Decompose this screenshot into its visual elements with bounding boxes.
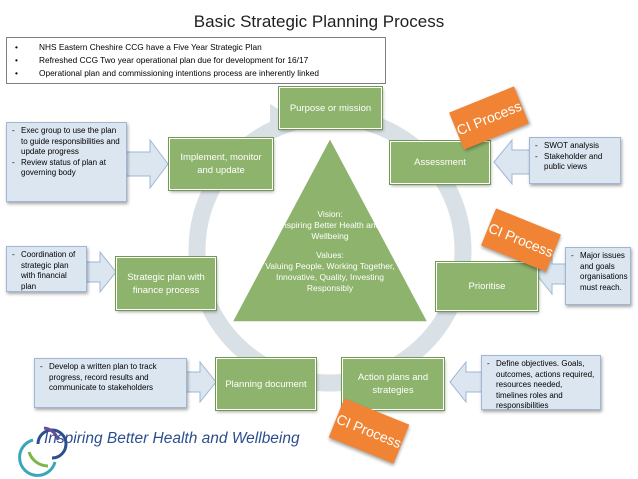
step-planning-document: Planning document <box>216 358 316 410</box>
vision-heading: Vision: <box>317 209 343 219</box>
step-strategic-plan: Strategic plan with finance process <box>116 257 216 310</box>
note-assessment: SWOT analysis Stakeholder and public vie… <box>529 137 621 184</box>
note-item: Review status of plan at governing body <box>12 158 121 179</box>
values-heading: Values: <box>316 250 344 260</box>
header-bullet: Operational plan and commissioning inten… <box>15 67 379 80</box>
step-assessment: Assessment <box>390 141 490 184</box>
step-implement: Implement, monitor and update <box>169 138 273 190</box>
vision-text: Inspiring Better Health and Wellbeing <box>279 220 381 241</box>
values-text: Valuing People, Working Together, Innova… <box>265 261 395 293</box>
arrow-strategic <box>85 250 117 294</box>
arrow-assessment <box>493 138 531 186</box>
arrow-prioritise <box>535 252 567 296</box>
note-item: Coordination of strategic plan with fina… <box>12 250 81 292</box>
note-implement: Exec group to use the plan to guide resp… <box>6 122 127 202</box>
note-item: Develop a written plan to track progress… <box>40 362 181 394</box>
note-prioritise: Major issues and goals organisations mus… <box>565 247 631 305</box>
center-triangle <box>230 136 430 323</box>
step-prioritise: Prioritise <box>436 262 538 311</box>
note-item: Major issues and goals organisations mus… <box>571 251 628 293</box>
note-planning: Develop a written plan to track progress… <box>34 358 187 408</box>
note-item: Exec group to use the plan to guide resp… <box>12 126 121 158</box>
note-item: Stakeholder and public views <box>535 152 615 173</box>
arrow-implement <box>125 138 169 190</box>
header-bullet: Refreshed CCG Two year operational plan … <box>15 54 379 67</box>
logo-text: Inspiring Better Health and Wellbeing <box>44 430 300 447</box>
logo-swirl <box>18 426 68 477</box>
page-title: Basic Strategic Planning Process <box>193 12 445 31</box>
header-bullet-box: NHS Eastern Cheshire CCG have a Five Yea… <box>6 37 386 84</box>
center-text: Vision: Inspiring Better Health and Well… <box>256 209 404 294</box>
arrow-action <box>449 360 483 404</box>
note-item: Define objectives. Goals, outcomes, acti… <box>487 359 595 412</box>
arrow-planning <box>185 360 217 404</box>
note-item: SWOT analysis <box>535 141 615 152</box>
step-purpose: Purpose or mission <box>279 87 382 129</box>
header-bullet: NHS Eastern Cheshire CCG have a Five Yea… <box>15 41 379 54</box>
note-strategic: Coordination of strategic plan with fina… <box>6 246 87 292</box>
note-action: Define objectives. Goals, outcomes, acti… <box>481 355 601 410</box>
step-action-plans: Action plans and strategies <box>342 358 444 410</box>
